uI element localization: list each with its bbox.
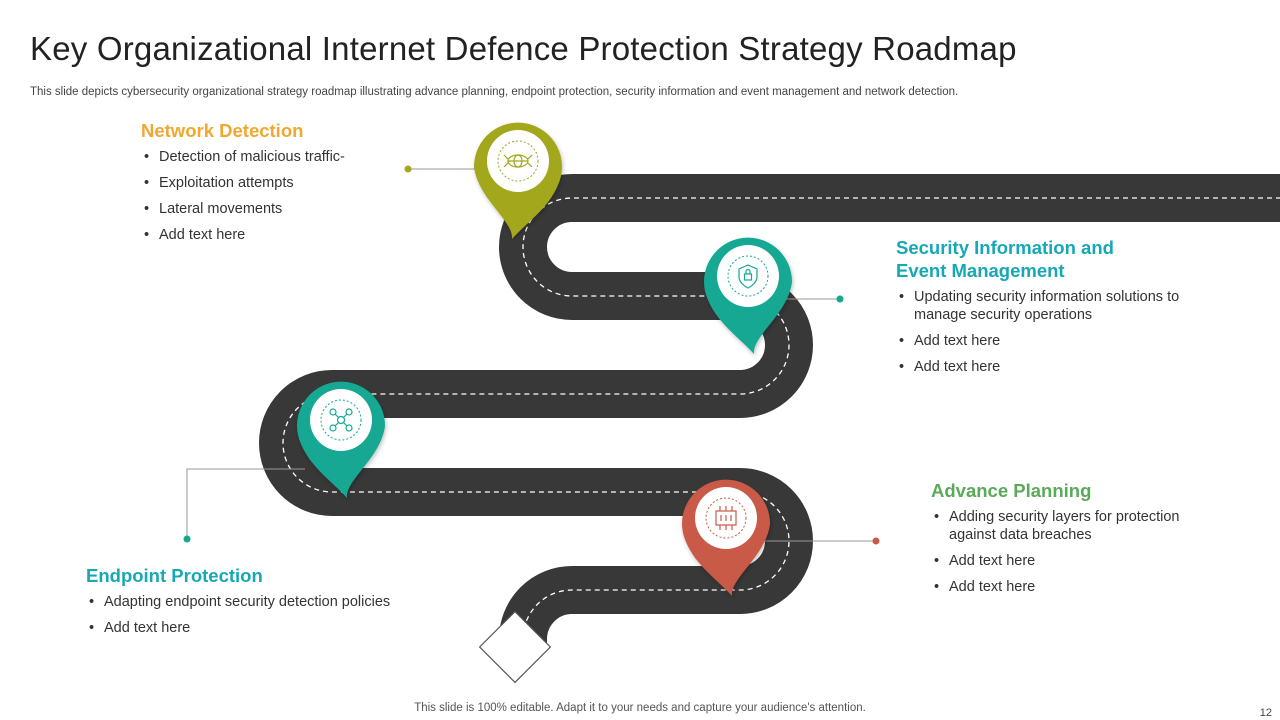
section-endpoint: Endpoint Protection Adapting endpoint se… <box>86 564 426 645</box>
page-number: 12 <box>1259 707 1272 719</box>
connector-security-info <box>785 295 844 303</box>
bullet-item: Add text here <box>931 552 1201 570</box>
bullet-list: Adding security layers for protection ag… <box>931 508 1201 596</box>
pin-advance-planning <box>682 479 771 596</box>
heading-line: Security Information and <box>896 237 1114 258</box>
section-security-info: Security Information and Event Managemen… <box>896 236 1196 384</box>
connector-network-detection <box>404 165 478 173</box>
connector-endpoint <box>183 468 305 543</box>
bullet-item: Add text here <box>896 358 1196 376</box>
network-globe-icon <box>503 154 533 168</box>
network-nodes-icon <box>329 408 353 432</box>
bullet-list: Detection of malicious traffic- Exploita… <box>141 148 441 244</box>
bullet-item: Add text here <box>896 332 1196 350</box>
bullet-item: Lateral movements <box>141 200 441 218</box>
bullet-list: Adapting endpoint security detection pol… <box>86 593 426 637</box>
section-heading: Advance Planning <box>931 480 1092 501</box>
shield-icon <box>738 264 758 289</box>
section-advance-planning: Advance Planning Adding security layers … <box>931 479 1201 604</box>
road-centerline <box>282 197 1280 640</box>
bullet-item: Add text here <box>86 619 426 637</box>
pin-endpoint <box>297 381 386 498</box>
start-marker <box>478 610 552 684</box>
bullet-list: Updating security information solutions … <box>896 288 1196 376</box>
bullet-item: Exploitation attempts <box>141 174 441 192</box>
bullet-item: Detection of malicious traffic- <box>141 148 441 166</box>
bullet-item: Adapting endpoint security detection pol… <box>86 593 426 611</box>
section-network-detection: Network Detection Detection of malicious… <box>141 119 441 252</box>
slide-footer: This slide is 100% editable. Adapt it to… <box>414 702 866 714</box>
slide-title: Key Organizational Internet Defence Prot… <box>30 30 1017 67</box>
circuit-chip-icon <box>715 506 737 530</box>
pin-network-detection <box>473 122 562 239</box>
section-heading: Network Detection <box>141 120 304 141</box>
pin-security-info <box>704 237 793 354</box>
section-heading: Security Information and Event Managemen… <box>896 236 1196 282</box>
bullet-item: Adding security layers for protection ag… <box>931 508 1201 544</box>
bullet-item: Updating security information solutions … <box>896 288 1196 324</box>
heading-line: Event Management <box>896 260 1065 281</box>
road-path <box>259 174 1280 663</box>
slide-subtitle: This slide depicts cybersecurity organiz… <box>30 86 959 98</box>
connector-advance-planning <box>762 537 880 545</box>
bullet-item: Add text here <box>141 226 441 244</box>
section-heading: Endpoint Protection <box>86 565 263 586</box>
bullet-item: Add text here <box>931 578 1201 596</box>
